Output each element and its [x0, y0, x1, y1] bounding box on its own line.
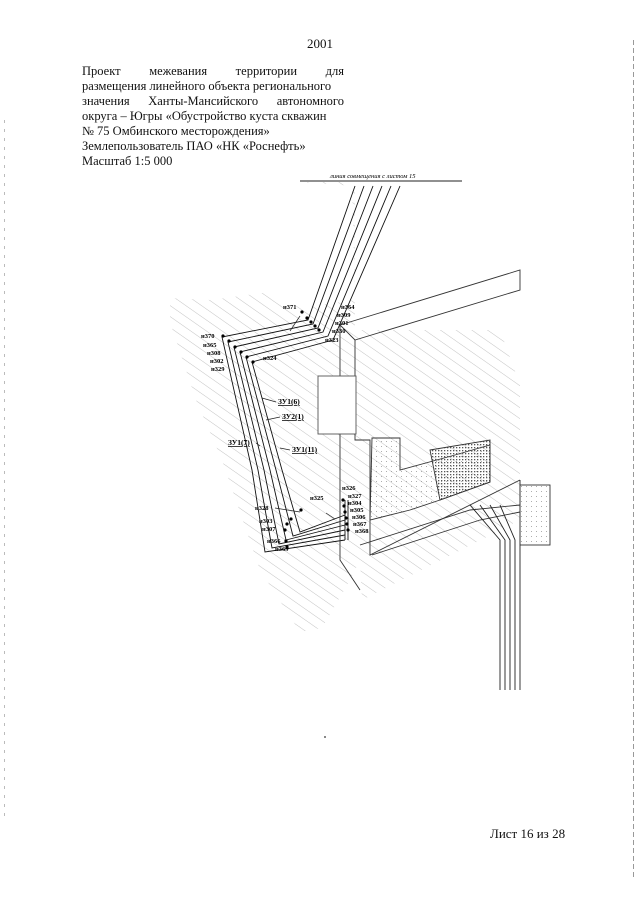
- right-plots: [317, 269, 521, 591]
- point-label: н326: [342, 485, 356, 492]
- point-label: н367: [353, 521, 367, 528]
- boundary-points: [221, 310, 350, 549]
- point-label: н306: [352, 514, 366, 521]
- point-label: н368: [355, 528, 369, 535]
- leader-lines: [274, 315, 336, 520]
- point-label: н364: [341, 304, 355, 311]
- project-header: Проект межевания территории для размещен…: [82, 64, 344, 169]
- descending-lines: [469, 480, 551, 690]
- point-label: н302: [210, 358, 224, 365]
- point-label: н366: [267, 538, 281, 545]
- point-label: н323: [325, 337, 339, 344]
- point-label: н328: [255, 505, 269, 512]
- parcel-labels: ЗУ1(6) ЗУ2(1) ЗУ1(7) ЗУ1(11): [228, 397, 318, 454]
- parcel-leaders: [255, 397, 291, 451]
- scan-edge-right: [633, 40, 634, 880]
- header-line-3: значения Ханты-Мансийского автономного: [82, 94, 344, 108]
- point-label: н308: [207, 350, 221, 357]
- point-label: н327: [348, 493, 362, 500]
- point-label: н371: [283, 304, 297, 311]
- point-label: н369: [275, 546, 289, 553]
- page-number: 2001: [307, 36, 333, 51]
- parcel-label: ЗУ1(7): [228, 438, 250, 447]
- sheet-number: Лист 16 из 28: [490, 826, 566, 841]
- header-line-5: № 75 Омбинского месторождения»: [82, 124, 270, 138]
- point-label: н304: [348, 500, 362, 507]
- point-label: н324: [263, 355, 277, 362]
- land-user: Землепользователь ПАО «НК «Роснефть»: [82, 139, 306, 153]
- point-label: н301: [335, 320, 349, 327]
- header-line-1: Проект межевания территории для: [82, 64, 344, 78]
- point-label: н370: [201, 333, 215, 340]
- parcel-label: ЗУ2(1): [282, 412, 304, 421]
- point-labels: н371 н364 н309 н301 н330 н323 н370 н365 …: [201, 304, 369, 553]
- point-label: н325: [310, 495, 324, 502]
- header-line-2: размещения линейного объекта регионально…: [82, 79, 332, 93]
- point-label: н329: [211, 366, 225, 373]
- point-label: н330: [332, 328, 346, 335]
- corridor-lines: [221, 185, 401, 553]
- parcel-label: ЗУ1(6): [278, 397, 300, 406]
- point-label: н303: [259, 518, 273, 525]
- scan-edge-left: [4, 120, 5, 820]
- join-line-label: линия совмещения с листом 15: [329, 173, 416, 180]
- map-scale: Масштаб 1:5 000: [82, 154, 173, 168]
- header-line-4: округа – Югры «Обустройство куста скважи…: [82, 109, 327, 123]
- stray-mark: [324, 736, 326, 738]
- point-label: н307: [262, 526, 276, 533]
- parcel-label: ЗУ1(11): [292, 445, 318, 454]
- point-label: н365: [203, 342, 217, 349]
- point-label: н305: [350, 507, 364, 514]
- point-label: н309: [337, 312, 351, 319]
